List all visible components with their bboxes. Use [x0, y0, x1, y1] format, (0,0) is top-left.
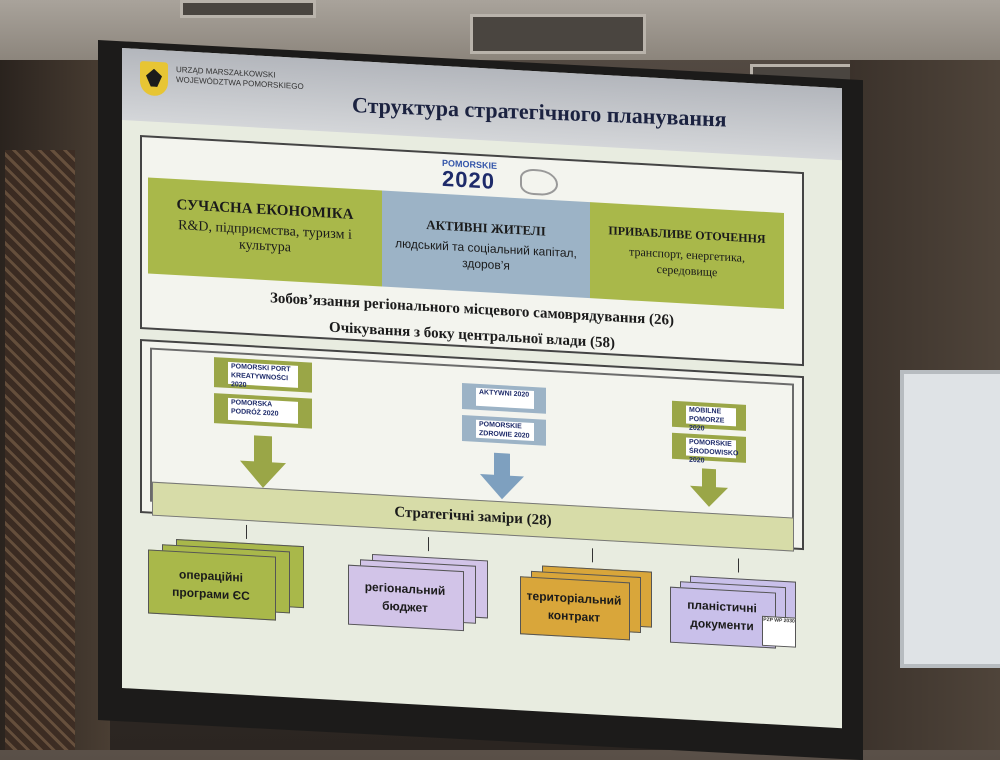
whiteboard	[900, 370, 1000, 668]
ceiling-vent	[470, 14, 646, 54]
arrow-down-icon	[240, 435, 286, 488]
programs-panel: POMORSKI PORT KREATYWNOŚCI 2020 POMORSKA…	[140, 339, 804, 551]
arrow-down-icon	[480, 452, 524, 500]
document-planning-documents: планістичні документи PZP WP 2030	[670, 575, 810, 657]
ceiling-vent	[180, 0, 316, 18]
document-territorial-contract: територіальний контракт	[520, 564, 660, 646]
plan-thumbnail-icon: PZP WP 2030	[762, 615, 796, 648]
connector-arrow	[592, 548, 593, 563]
connector-arrow	[738, 558, 739, 573]
pomorskie-crest-icon	[140, 61, 168, 97]
pomorskie-2020-logo: POMORSKIE 2020	[442, 158, 562, 199]
program-arrows	[240, 435, 728, 507]
projected-slide: URZĄD MARSZAŁKOWSKI WOJEWÓDZTWA POMORSKI…	[122, 48, 842, 729]
connector-arrow	[428, 537, 429, 552]
region-map-icon	[520, 168, 558, 197]
document-operational-programs: операційні програми ЄС	[148, 537, 308, 626]
griffin-icon	[146, 68, 162, 87]
wall-banner	[5, 150, 75, 750]
pillar-attractive-environment: ПРИВАБЛИВЕ ОТОЧЕННЯ транспорт, енергетик…	[590, 202, 784, 310]
connector-arrow	[246, 524, 247, 539]
pillar-active-residents: АКТИВНІ ЖИТЕЛІ людський та соціальний ка…	[382, 190, 590, 299]
arrow-down-icon	[690, 468, 728, 507]
pillars-panel: POMORSKIE 2020 СУЧАСНА ЕКОНОМІКА R&D, пі…	[140, 135, 804, 367]
slide-title: Структура стратегічного планування	[352, 92, 727, 132]
document-regional-budget: регіональний бюджет	[348, 553, 498, 637]
office-name: URZĄD MARSZAŁKOWSKI WOJEWÓDZTWA POMORSKI…	[176, 65, 304, 92]
pillar-modern-economy: СУЧАСНА ЕКОНОМІКА R&D, підприємства, тур…	[148, 177, 382, 287]
